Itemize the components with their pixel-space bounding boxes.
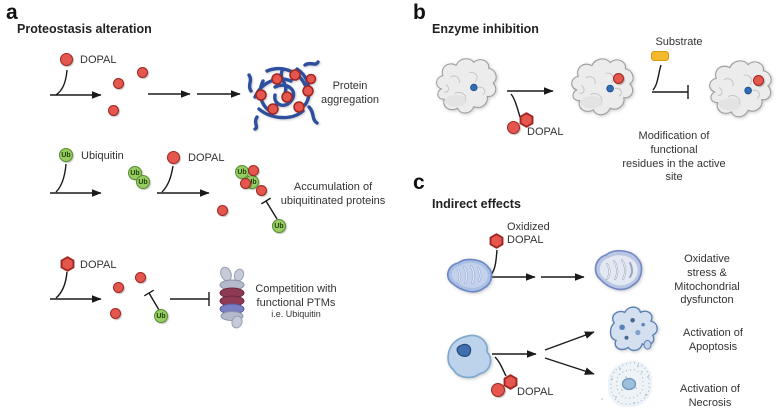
enzyme-icon: [563, 55, 639, 119]
ub-badge-text: Ub: [274, 222, 284, 230]
dopal-label: DOPAL: [80, 259, 117, 271]
dopal-adduct-icon: [136, 66, 148, 78]
ub-badge-text: Ub: [237, 168, 247, 176]
dopal-hexagon-icon: [503, 374, 518, 390]
ubiquitin-label: Ubiquitin: [81, 150, 124, 162]
dopal-label: DOPAL: [188, 152, 225, 164]
enzyme-icon: [428, 55, 502, 117]
panel-c-title: Indirect effects: [432, 197, 521, 211]
panel-a-title: Proteostasis alteration: [17, 22, 152, 36]
protein-squiggle-icon: [24, 264, 62, 339]
protein-squiggle-icon: [24, 159, 62, 234]
ub-badge-text: Ub: [130, 169, 140, 177]
enzyme-icon: [701, 57, 777, 121]
substrate-label: Substrate: [655, 36, 703, 48]
caption-ie-ubiquitin: i.e. Ubiquitin: [271, 309, 321, 319]
protein-squiggle-icon: [24, 56, 62, 131]
panel-a-label: a: [6, 1, 18, 24]
dopal-label: DOPAL: [527, 126, 564, 138]
dopal-icon: [507, 121, 520, 134]
panel-b-title: Enzyme inhibition: [432, 22, 539, 36]
dopal-adduct-icon: [107, 104, 119, 116]
caption-competition-ptms: Competition with functional PTMs: [255, 283, 337, 309]
ub-badge-text: Ub: [156, 312, 166, 320]
dopal-adduct-icon: [112, 281, 124, 293]
modified-enzyme: [701, 57, 777, 121]
dopal-label: DOPAL: [517, 386, 554, 398]
dopal-icon: [167, 151, 180, 164]
apoptotic-cell-icon: [602, 303, 658, 355]
cell-icon: [444, 333, 492, 379]
caption-apoptosis: Activation of Apoptosis: [683, 327, 743, 353]
dopal-adduct-icon: [112, 77, 124, 89]
ubiquitin-icon: Ub: [136, 175, 150, 189]
panel-c-label: c: [413, 171, 425, 194]
mitochondrion-icon: [443, 257, 495, 295]
dopal-adduct-icon: [109, 307, 121, 319]
dopal-adduct-icon: [248, 165, 259, 176]
substrate-icon: [651, 51, 669, 61]
ub-badge-text: Ub: [138, 178, 148, 186]
dopal-adduct-icon: [134, 271, 146, 283]
ubiquitinated-protein: Ub Ub: [113, 160, 161, 238]
caption-oxidative-stress: Oxidative stress & Mitochondrial dysfunc…: [674, 253, 740, 307]
damaged-mitochondrion-icon: [591, 247, 645, 295]
ubiquitinated-modified-protein: Ub Ub: [217, 160, 275, 238]
dopal-adduct-icon: [240, 178, 251, 189]
dopal-icon: [60, 53, 73, 66]
caption-ubiquitinated-accumulation: Accumulation of ubiquitinated proteins: [280, 181, 386, 207]
caption-necrosis: Activation of Necrosis: [680, 383, 740, 409]
ubiquitin-icon: Ub: [272, 219, 286, 233]
protein-aggregate-icon: [247, 57, 320, 131]
caption-protein-aggregation: Protein aggregation: [320, 80, 380, 106]
proteasome-icon: [215, 266, 249, 329]
ubiquitin-icon: Ub: [59, 148, 73, 162]
panel-b-label: b: [413, 1, 426, 24]
ub-badge-text: Ub: [61, 151, 71, 159]
dopal-hexagon-icon: [489, 233, 504, 249]
caption-active-site-modification: Modification of functional residues in t…: [622, 130, 726, 184]
dopal-icon: [491, 383, 505, 397]
dopal-adduct-icon: [753, 75, 764, 86]
modified-enzyme: [563, 55, 639, 119]
oxidized-dopal-label: Oxidized DOPAL: [507, 221, 550, 247]
dopal-adduct-icon: [256, 185, 267, 196]
ubiquitin-icon: Ub: [154, 309, 168, 323]
modified-protein: [108, 264, 156, 342]
dopal-hexagon-icon: [60, 256, 75, 272]
modified-protein: [107, 56, 148, 134]
dopal-adduct-icon: [217, 205, 228, 216]
dopal-label: DOPAL: [80, 54, 117, 66]
ub-badge-text: Ub: [247, 178, 257, 186]
necrotic-cell-icon: [601, 357, 658, 411]
dopal-adduct-icon: [613, 73, 624, 84]
